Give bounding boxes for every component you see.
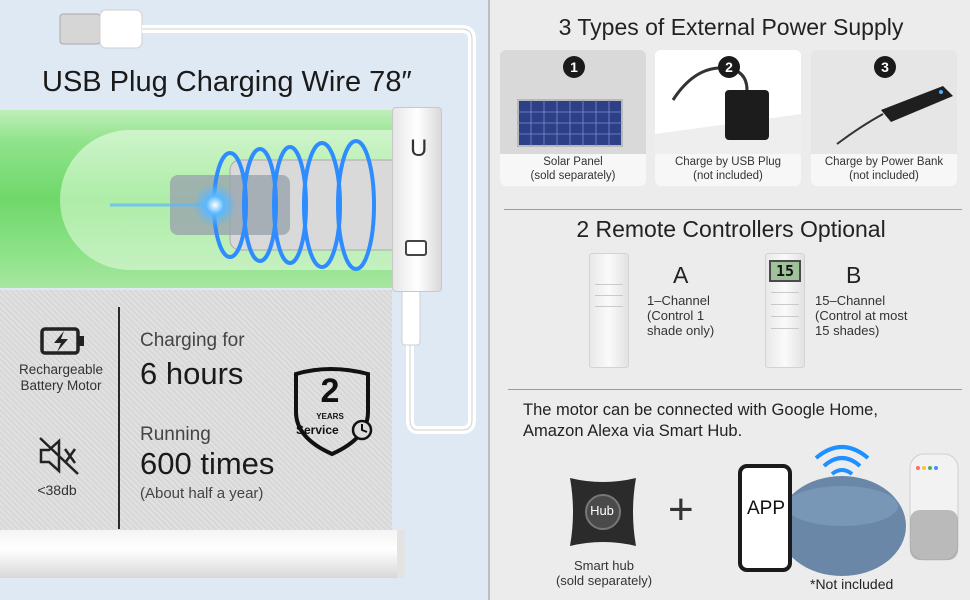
- warranty-shield-icon: [294, 367, 373, 457]
- remote-a-1-channel: [589, 253, 629, 368]
- card-caption: Charge by Power Bank (not included): [824, 156, 944, 182]
- smart-speakers-icon: [778, 445, 959, 576]
- plus-sign: +: [668, 485, 694, 534]
- right-panel: 3 Types of External Power Supply 1 Solar…: [488, 0, 970, 600]
- remote-b-letter: B: [846, 262, 862, 288]
- badge-2: 2: [718, 56, 740, 78]
- remote-button: [771, 304, 799, 314]
- power-card-power-bank: 3 Charge by Power Bank (not included): [811, 50, 957, 186]
- smart-hub-icon: [570, 478, 636, 546]
- hub-caption: Smart hub (sold separately): [555, 558, 653, 588]
- warranty-number: 2: [320, 372, 340, 410]
- app-label: APP: [746, 498, 786, 519]
- endcap-letter: U: [410, 135, 428, 162]
- divider: [508, 389, 962, 390]
- smartphone-icon: [738, 464, 792, 572]
- power-supply-title: 3 Types of External Power Supply: [558, 14, 904, 40]
- power-card-usb-plug: 2 Charge by USB Plug (not included): [655, 50, 801, 186]
- micro-usb-port-icon: [405, 240, 427, 256]
- power-card-solar: 1 Solar Panel (sold separately): [500, 50, 646, 186]
- mute-speaker-icon: [39, 437, 79, 475]
- remote-button: [771, 292, 799, 302]
- divider: [118, 307, 120, 529]
- remote-b-15-channel: 15: [765, 253, 805, 368]
- remote-button: [595, 295, 623, 305]
- not-included-note: *Not included: [810, 576, 894, 592]
- hub-compatibility-text: The motor can be connected with Google H…: [523, 401, 878, 440]
- warranty-service: Service: [296, 423, 339, 437]
- motor-endcap: [392, 107, 442, 292]
- remote-b-description: 15–Channel (Control at most 15 shades): [815, 293, 908, 338]
- remote-button: [771, 316, 799, 326]
- remote-a-description: 1–Channel (Control 1 shade only): [647, 293, 715, 338]
- divider: [504, 209, 962, 210]
- card-caption: Charge by USB Plug (not included): [674, 156, 782, 182]
- remote-controllers-title: 2 Remote Controllers Optional: [576, 216, 886, 242]
- remote-lcd-display: 15: [769, 260, 801, 282]
- running-note: (About half a year): [140, 485, 264, 502]
- card-caption: Solar Panel (sold separately): [530, 156, 616, 182]
- left-panel: USB Plug Charging Wire 78″ U: [0, 0, 488, 600]
- remote-button: [771, 328, 799, 338]
- usb-cable-icon: [59, 9, 476, 434]
- noise-label: <38db: [37, 482, 77, 498]
- remote-a-letter: A: [673, 262, 689, 288]
- running-label: Running: [140, 424, 211, 445]
- motor-coil-icon: [110, 139, 401, 271]
- usb-title: USB Plug Charging Wire 78″: [42, 66, 412, 98]
- charging-value: 6 hours: [140, 356, 244, 391]
- battery-label: Rechargeable Battery Motor: [18, 362, 104, 393]
- badge-1: 1: [563, 56, 585, 78]
- remote-button: [595, 284, 623, 294]
- running-value: 600 times: [140, 446, 275, 481]
- battery-charging-icon: [40, 327, 84, 355]
- badge-3: 3: [874, 56, 896, 78]
- warranty-years: YEARS: [316, 412, 344, 421]
- bottom-rail: [0, 530, 405, 578]
- hub-label: Hub: [590, 503, 614, 518]
- usb-plug-adapter-icon: [655, 50, 801, 154]
- charging-label: Charging for: [140, 330, 245, 351]
- remote-button: [595, 306, 623, 316]
